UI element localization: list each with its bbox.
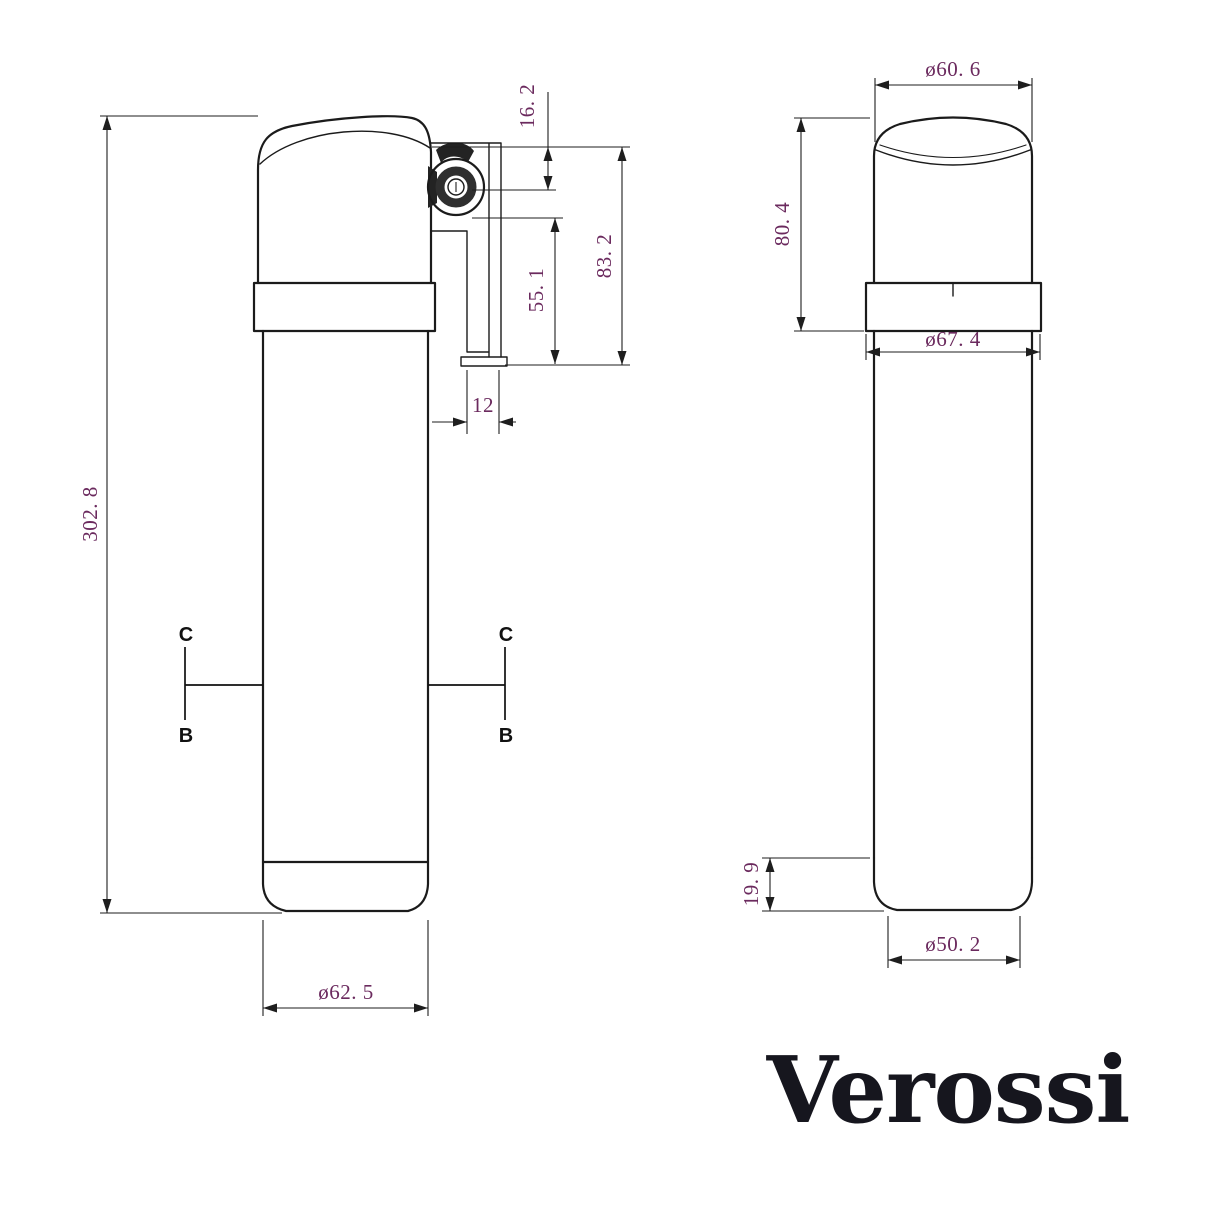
valve-port-outer — [426, 157, 486, 217]
dim-50-2-lines — [887, 916, 1021, 968]
dim-12-lines — [432, 370, 516, 434]
arrow — [617, 351, 627, 365]
arrow — [550, 218, 560, 232]
arrow — [543, 147, 553, 161]
front-head — [872, 116, 1034, 285]
head-cap-seam — [259, 130, 431, 165]
arrow — [1018, 80, 1032, 90]
arrow — [414, 1003, 428, 1013]
right-view — [864, 116, 1043, 912]
dim-67-4-lines — [865, 334, 1041, 360]
arrow — [550, 350, 560, 364]
arrow — [796, 118, 806, 132]
valve-port-inner — [447, 178, 465, 196]
left-view — [184, 115, 508, 913]
arrow — [765, 897, 775, 911]
arrow — [453, 417, 467, 427]
section-c-left-label: C — [179, 624, 193, 646]
dim-bracket-width-label: 12 — [472, 393, 494, 417]
body-bottom-cap — [261, 860, 430, 913]
dim-top-diameter-label: ø60. 6 — [925, 57, 981, 81]
arrow — [875, 80, 889, 90]
dim-head-assembly-height-label: 83. 2 — [592, 234, 616, 279]
section-line-right — [428, 647, 506, 720]
dimension-lines — [100, 78, 1041, 1016]
head-dome — [256, 115, 433, 285]
bracket-arm — [430, 230, 490, 353]
body-sides — [261, 329, 430, 864]
arrow — [765, 858, 775, 872]
front-body-sides — [872, 329, 1034, 860]
front-outline — [864, 116, 1043, 912]
valve-port-ring — [435, 166, 477, 208]
dim-base-diameter-label: ø50. 2 — [925, 932, 981, 956]
bracket-foot — [460, 356, 508, 367]
section-labels: C B C B — [179, 624, 513, 747]
arrow — [102, 116, 112, 130]
front-rim-arc-inner — [879, 144, 1027, 158]
arrow — [263, 1003, 277, 1013]
arrow — [543, 176, 553, 190]
dim-55-1-lines — [472, 217, 630, 366]
section-c-right-label: C — [499, 624, 513, 646]
dim-16-2-lines — [432, 92, 630, 191]
valve-assembly — [426, 142, 486, 217]
section-cut-lines — [184, 647, 506, 720]
arrow — [617, 147, 627, 161]
arrow — [102, 899, 112, 913]
arrow — [1006, 955, 1020, 965]
arrow — [888, 955, 902, 965]
section-line-left — [184, 647, 263, 720]
filter-head-outline — [252, 115, 437, 913]
dim-head-top-offset-label: 16. 2 — [515, 84, 539, 129]
dimension-labels: 302. 8 16. 2 55. 1 83. 2 12 ø62. 5 ø60. … — [78, 57, 981, 1004]
section-b-right-label: B — [499, 725, 513, 747]
front-bottom-cap — [872, 856, 1034, 912]
dim-valve-to-bracket-label: 55. 1 — [524, 268, 548, 313]
dim-head-height-label: 80. 4 — [770, 202, 794, 247]
front-rim-arc — [875, 149, 1031, 166]
dim-80-4-lines — [794, 117, 870, 332]
dim-collar-diameter-label: ø67. 4 — [925, 327, 981, 351]
valve-clamp-top — [436, 142, 474, 163]
arrow — [796, 317, 806, 331]
dim-overall-height-label: 302. 8 — [78, 486, 102, 542]
dimension-arrows — [102, 80, 1040, 1013]
dim-base-height-label: 19. 9 — [739, 862, 763, 907]
bracket-plate — [430, 142, 502, 358]
dim-body-diameter-label: ø62. 5 — [318, 980, 374, 1004]
brand-logo: Verossi — [766, 1036, 1130, 1144]
dim-62-5-lines — [262, 920, 429, 1016]
arrow — [866, 347, 880, 357]
collar-band — [252, 281, 437, 333]
dim-19-9-lines — [762, 857, 884, 912]
dim-overall-height-lines — [100, 115, 282, 914]
mounting-bracket — [430, 142, 508, 367]
arrow — [1026, 347, 1040, 357]
dim-60-6-lines — [874, 78, 1033, 142]
section-b-left-label: B — [179, 725, 193, 747]
arrow — [499, 417, 513, 427]
